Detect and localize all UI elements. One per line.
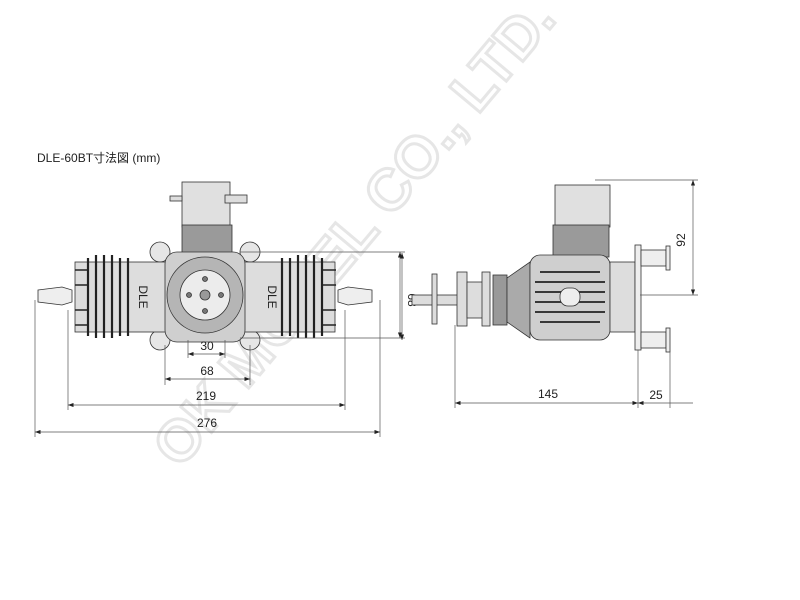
- front-view-engine: [37, 181, 373, 351]
- dim-219: 219: [196, 389, 216, 403]
- drawing-title: DLE-60BT寸法図 (mm): [37, 151, 161, 165]
- dim-25: 25: [649, 388, 663, 402]
- dim-30: 30: [200, 339, 214, 353]
- dim-68-horizontal: 68: [200, 364, 214, 378]
- cylinder-label-right: DLE: [265, 285, 279, 308]
- dim-92: 92: [674, 233, 688, 247]
- dim-145: 145: [538, 387, 558, 401]
- dim-276: 276: [197, 416, 217, 430]
- cylinder-label-left: DLE: [136, 285, 150, 308]
- side-dimension-lines: [399, 179, 698, 408]
- side-view-engine: [411, 184, 671, 353]
